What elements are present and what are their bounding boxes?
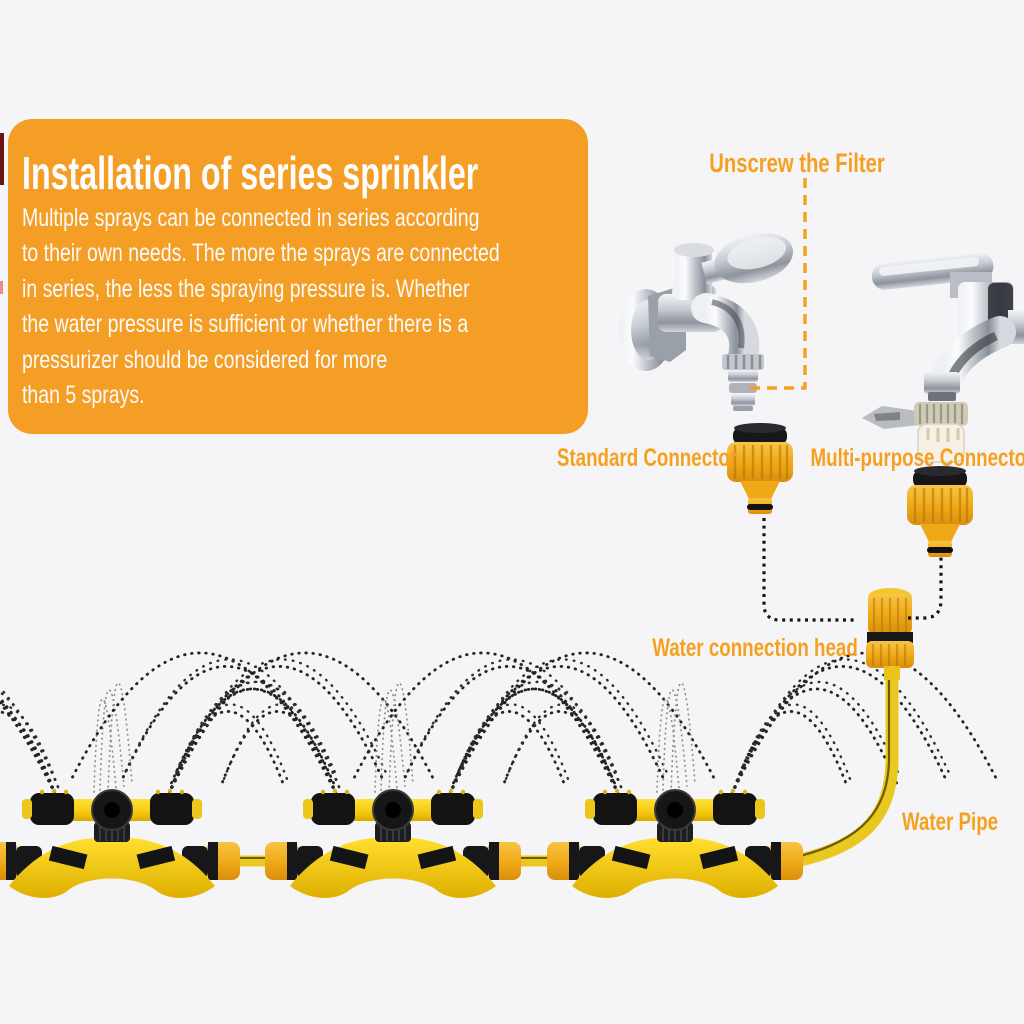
info-panel bbox=[8, 119, 588, 434]
sprinkler-1 bbox=[0, 787, 241, 899]
dotted-guide-multi bbox=[904, 550, 943, 620]
label-water-connection-head: Water connection head bbox=[652, 634, 858, 662]
panel-text-line: in series, the less the spraying pressur… bbox=[22, 274, 470, 303]
panel-text-line: Multiple sprays can be connected in seri… bbox=[22, 204, 480, 232]
panel-text-line: to their own needs. The more the sprays … bbox=[22, 239, 500, 268]
label-standard-connector: Standard Connector bbox=[556, 444, 738, 472]
sprinkler-3 bbox=[546, 787, 804, 899]
multi-purpose-connector bbox=[905, 464, 975, 559]
filter-cup bbox=[862, 402, 968, 463]
red-edge-mark bbox=[0, 281, 3, 294]
faucet-left-handle bbox=[701, 232, 794, 285]
label-multi-purpose-connector: Multi-purpose Connector bbox=[810, 444, 1024, 472]
water-pipe bbox=[793, 671, 899, 867]
label-unscrew-filter: Unscrew the Filter bbox=[709, 148, 885, 178]
panel-text-line: the water pressure is sufficient or whet… bbox=[22, 310, 469, 339]
faucet-right bbox=[871, 252, 1024, 401]
panel-text-line: than 5 sprays. bbox=[22, 380, 145, 409]
panel-text-line: pressurizer should be considered for mor… bbox=[22, 345, 388, 374]
panel-title: Installation of series sprinkler bbox=[22, 147, 479, 199]
sprinkler-2 bbox=[264, 787, 522, 899]
faucet-left bbox=[619, 232, 794, 411]
spray-arcs bbox=[0, 651, 999, 796]
label-water-pipe: Water Pipe bbox=[901, 808, 999, 836]
panel-body: Multiple sprays can be connected in seri… bbox=[22, 204, 634, 416]
dotted-guide-standard bbox=[762, 518, 858, 622]
red-edge-mark bbox=[0, 133, 4, 185]
dashed-guide-unscrew bbox=[743, 178, 807, 390]
water-connection-head bbox=[866, 588, 914, 680]
